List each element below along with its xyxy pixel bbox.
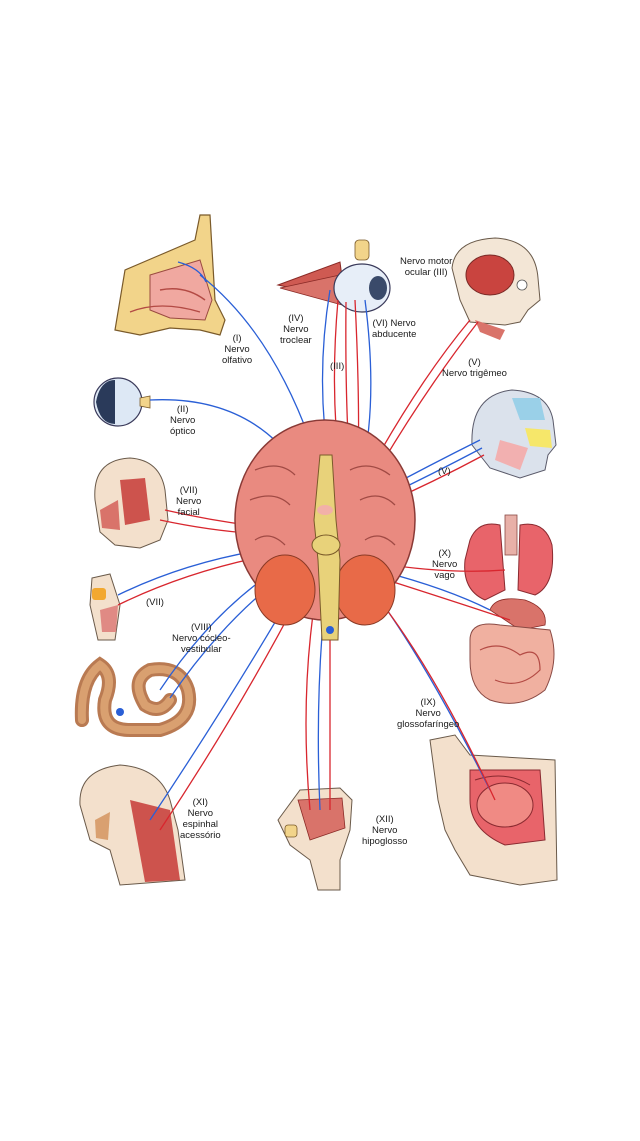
inner-ear-illustration [74,656,197,737]
vestibulocochlear-nerve-label: (VIII)Nervo cócleo-vestibular [172,622,231,655]
nasal-cavity-illustration [114,214,226,336]
tongue-illustration [277,787,353,891]
lungs-digestive-illustration [464,514,555,704]
neck-muscles-illustration [79,764,186,886]
eyeball-illustration [93,377,151,427]
facial-small-label: (VII) [146,597,164,608]
eye-muscles-illustration [276,239,391,313]
nerve-lines [117,274,511,831]
head-muscles-illustration [451,237,541,340]
trigeminal-small-label: (V) [438,466,451,477]
throat-illustration [89,573,121,641]
trigeminal-nerve-label: (V)Nervo trigêmeo [442,357,507,379]
facial-muscles-illustration [94,457,169,549]
mouth-tongue-illustration [429,734,558,886]
face-trigeminal-illustration [471,389,557,479]
brain-illustration [234,419,416,641]
oculomotor-small-label: (III) [330,361,345,372]
